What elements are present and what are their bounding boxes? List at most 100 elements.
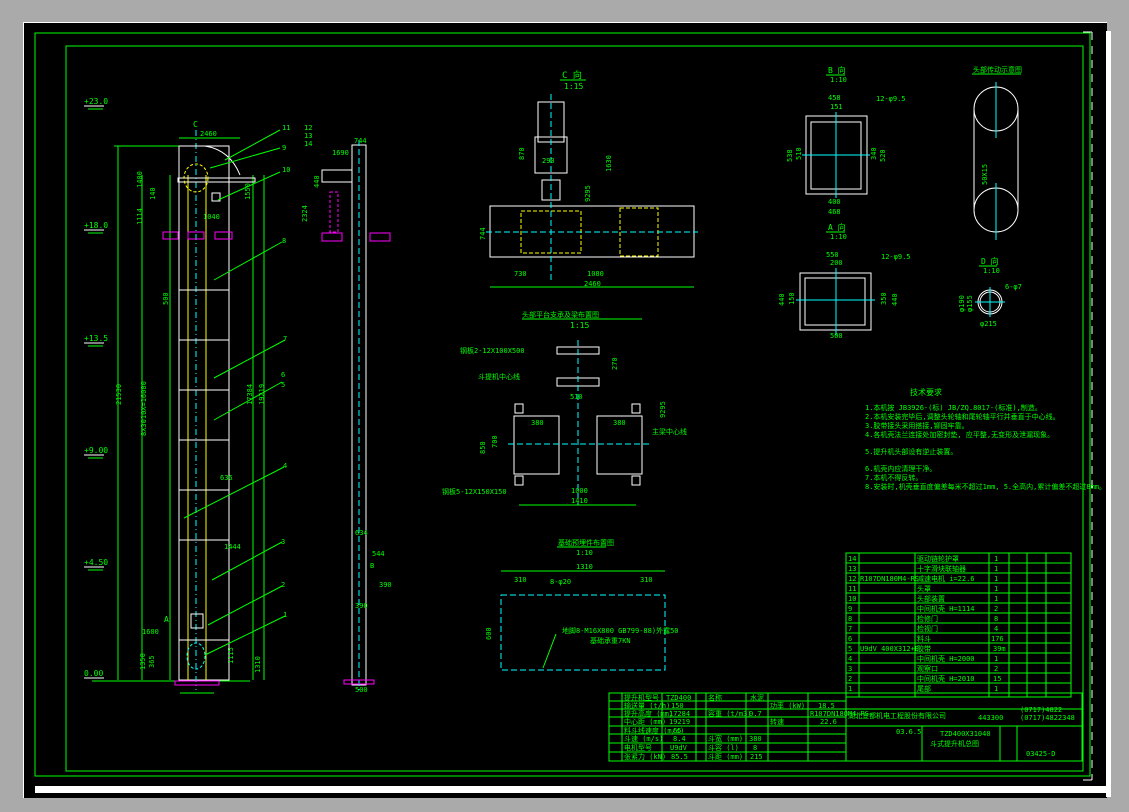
elevation-markers: +23.0 +18.0 +13.5 +9.00 +4.50 0.00 bbox=[84, 97, 250, 682]
svg-text:基础预埋件布置图: 基础预埋件布置图 bbox=[558, 538, 614, 547]
svg-text:7: 7 bbox=[283, 335, 287, 343]
head-drive-schematic: 头部传动示意图 50X15 bbox=[972, 65, 1022, 240]
svg-text:400: 400 bbox=[828, 198, 841, 206]
svg-text:380: 380 bbox=[749, 735, 762, 743]
svg-text:5: 5 bbox=[848, 645, 852, 653]
svg-text:2: 2 bbox=[994, 665, 998, 673]
svg-text:钢板2-12X100X500: 钢板2-12X100X500 bbox=[460, 346, 525, 355]
svg-text:310: 310 bbox=[514, 576, 527, 584]
svg-text:350: 350 bbox=[880, 292, 888, 305]
svg-text:2324: 2324 bbox=[301, 205, 309, 222]
svg-text:2.本机安装完毕后,调整头轮轴和尾轮轴平行并垂直于中心线。: 2.本机安装完毕后,调整头轮轴和尾轮轴平行并垂直于中心线。 bbox=[865, 412, 1060, 421]
svg-text:1310: 1310 bbox=[254, 656, 262, 673]
svg-text:1: 1 bbox=[994, 575, 998, 583]
svg-text:510: 510 bbox=[570, 393, 583, 401]
svg-text:5.提升机头部设有逆止装置。: 5.提升机头部设有逆止装置。 bbox=[865, 447, 957, 456]
svg-text:头罩: 头罩 bbox=[917, 584, 931, 593]
svg-text:水泥: 水泥 bbox=[750, 693, 764, 702]
svg-text:中间机壳 H=2010: 中间机壳 H=2010 bbox=[917, 674, 975, 683]
svg-text:1: 1 bbox=[848, 685, 852, 693]
svg-text:544: 544 bbox=[372, 550, 385, 558]
svg-text:1550: 1550 bbox=[244, 183, 252, 200]
svg-text:19219: 19219 bbox=[669, 718, 690, 726]
svg-text:440: 440 bbox=[778, 293, 786, 306]
svg-text:头部装置: 头部装置 bbox=[917, 594, 945, 603]
svg-text:B 向: B 向 bbox=[828, 65, 846, 75]
svg-text:观察口: 观察口 bbox=[917, 664, 938, 673]
technical-requirements: 技术要求 1.本机按 JB3926-(标) JB/ZQ.8017-(标准),制造… bbox=[865, 387, 1106, 491]
svg-text:φ215: φ215 bbox=[980, 320, 997, 328]
svg-text:1310: 1310 bbox=[576, 563, 593, 571]
svg-text:C 向: C 向 bbox=[562, 69, 582, 81]
svg-text:1: 1 bbox=[994, 555, 998, 563]
svg-text:R107DN180M4-RS: R107DN180M4-RS bbox=[860, 575, 919, 583]
svg-text:468: 468 bbox=[828, 208, 841, 216]
svg-text:+4.50: +4.50 bbox=[84, 558, 108, 567]
svg-text:850: 850 bbox=[479, 441, 487, 454]
svg-text:744: 744 bbox=[354, 137, 367, 145]
elevator-front-view: 2460 1400 140 1114 1550 1040 500 636 144… bbox=[114, 120, 266, 694]
svg-text:斗容 (l): 斗容 (l) bbox=[708, 743, 739, 752]
svg-text:730: 730 bbox=[514, 270, 527, 278]
svg-text:176: 176 bbox=[991, 635, 1004, 643]
svg-text:5: 5 bbox=[281, 381, 285, 389]
svg-text:1:10: 1:10 bbox=[983, 267, 1000, 275]
svg-text:8: 8 bbox=[282, 237, 286, 245]
svg-text:200: 200 bbox=[830, 259, 843, 267]
platform-support-view: 头部平台支承及梁布置图 1:15 钢板2-12X100X500 斗提机中心线 主… bbox=[442, 310, 687, 506]
svg-text:8: 8 bbox=[753, 744, 757, 752]
svg-text:斗距 (mm): 斗距 (mm) bbox=[708, 753, 743, 761]
svg-text:1:10: 1:10 bbox=[830, 76, 847, 84]
svg-text:中间机壳 H=2000: 中间机壳 H=2000 bbox=[917, 654, 975, 663]
svg-text:13: 13 bbox=[304, 132, 312, 140]
svg-text:270: 270 bbox=[611, 357, 619, 370]
svg-text:湖北宜都机电工程股份有限公司: 湖北宜都机电工程股份有限公司 bbox=[848, 711, 946, 720]
svg-text:A: A bbox=[164, 615, 169, 624]
svg-text:11: 11 bbox=[282, 124, 290, 132]
svg-text:1.本机按 JB3926-(标) JB/ZQ.8017-(标: 1.本机按 JB3926-(标) JB/ZQ.8017-(标准),制造。 bbox=[865, 403, 1042, 412]
svg-text:(0717)4822: (0717)4822 bbox=[1020, 706, 1062, 714]
svg-text:65: 65 bbox=[673, 727, 681, 735]
svg-text:1115: 1115 bbox=[227, 647, 235, 664]
svg-text:地脚8-M16X800 GB799-88)外露50: 地脚8-M16X800 GB799-88)外露50 bbox=[562, 626, 679, 635]
svg-text:1444: 1444 bbox=[224, 543, 241, 551]
svg-text:17284: 17284 bbox=[669, 710, 690, 718]
svg-text:1: 1 bbox=[994, 655, 998, 663]
svg-text:870: 870 bbox=[518, 147, 526, 160]
title-block bbox=[608, 692, 1083, 762]
svg-text:10: 10 bbox=[848, 595, 856, 603]
svg-text:斗式提升机总图: 斗式提升机总图 bbox=[930, 739, 979, 748]
svg-text:1: 1 bbox=[283, 611, 287, 619]
view-d-shaft: D 向 1:10 6-φ7 φ190 φ155 φ215 bbox=[958, 256, 1022, 328]
svg-text:22.6: 22.6 bbox=[820, 718, 837, 726]
view-a-flange: A 向 1:10 550 200 12-φ9.5 440 150 350 440… bbox=[778, 222, 911, 340]
svg-text:4: 4 bbox=[283, 462, 287, 470]
svg-text:B: B bbox=[370, 562, 374, 570]
svg-text:140: 140 bbox=[149, 187, 157, 200]
elevator-side-view: 744 1690 440 2324 634 544 390 390 500 12… bbox=[301, 124, 392, 694]
svg-text:11: 11 bbox=[848, 585, 856, 593]
svg-text:提升机型号: 提升机型号 bbox=[624, 693, 659, 702]
svg-text:1690: 1690 bbox=[332, 149, 349, 157]
svg-text:φ190: φ190 bbox=[958, 295, 966, 312]
svg-text:17384: 17384 bbox=[246, 384, 254, 405]
svg-text:1600: 1600 bbox=[142, 628, 159, 636]
svg-text:8: 8 bbox=[994, 615, 998, 623]
svg-text:胶带: 胶带 bbox=[917, 644, 931, 653]
svg-text:150: 150 bbox=[788, 292, 796, 305]
svg-text:500: 500 bbox=[162, 292, 170, 305]
svg-text:8.安装时,机壳垂直度偏差每米不超过1mm, 5.全高内: 8.安装时,机壳垂直度偏差每米不超过1mm, 5.全高内,累计偏差不超过8mm。 bbox=[865, 482, 1106, 491]
svg-text:中间机壳 H=1114: 中间机壳 H=1114 bbox=[917, 604, 975, 613]
svg-text:电机型号: 电机型号 bbox=[624, 743, 652, 752]
svg-text:215: 215 bbox=[750, 753, 763, 761]
svg-text:15: 15 bbox=[993, 675, 1001, 683]
svg-text:基础承重7KN: 基础承重7KN bbox=[590, 636, 631, 645]
svg-text:3.胶带接头采用搭接,铆固牢靠。: 3.胶带接头采用搭接,铆固牢靠。 bbox=[865, 421, 969, 430]
svg-text:10: 10 bbox=[282, 166, 290, 174]
svg-text:检修门: 检修门 bbox=[917, 614, 938, 623]
svg-text:料斗: 料斗 bbox=[917, 634, 931, 643]
svg-text:2: 2 bbox=[281, 581, 285, 589]
svg-text:主梁中心线: 主梁中心线 bbox=[652, 427, 687, 436]
